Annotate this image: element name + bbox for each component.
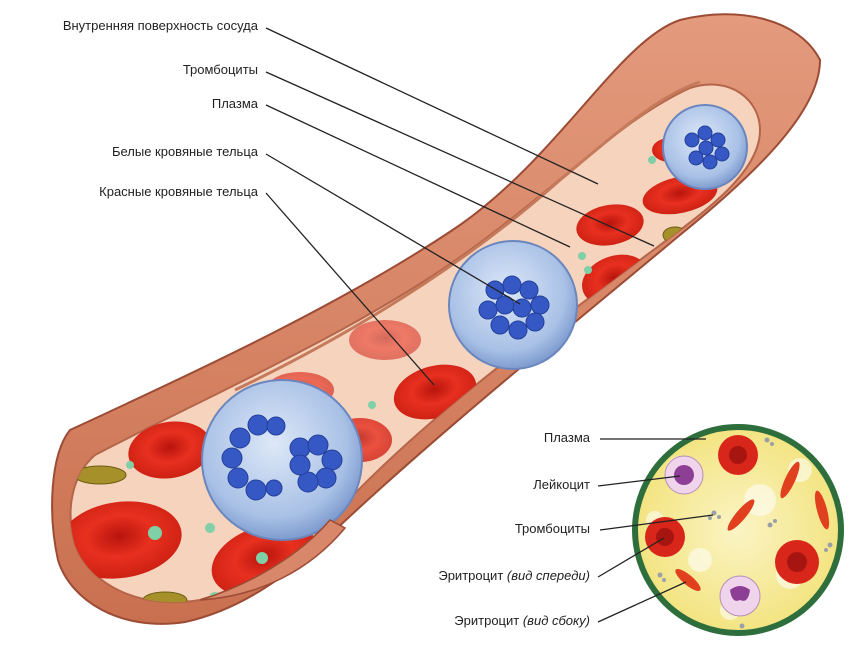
label-platelets: Тромбоциты: [183, 62, 258, 77]
label-circle-plasma: Плазма: [544, 430, 591, 445]
platelet: [205, 523, 215, 533]
red-blood-cell: [128, 421, 212, 479]
label-rbc-front-note: (вид спереди): [507, 568, 590, 583]
label-rbc-front-text: Эритроцит: [438, 568, 503, 583]
vessel-white-cells: [201, 104, 748, 541]
platelet: [648, 156, 656, 164]
label-circle-leukocyte: Лейкоцит: [533, 477, 590, 492]
white-blood-cell: [448, 240, 578, 370]
label-plasma: Плазма: [212, 96, 259, 111]
platelet: [368, 401, 376, 409]
red-blood-cell: [70, 501, 182, 579]
blood-vessel: [51, 13, 822, 625]
label-rbc-side: Эритроцит (вид сбоку): [454, 613, 590, 628]
circle-border: [632, 424, 844, 636]
label-red-cells: Красные кровяные тельца: [99, 184, 259, 199]
circle-rbc-front: [645, 435, 819, 584]
circle-rbc-side: [675, 461, 830, 591]
platelet: [126, 461, 134, 469]
label-white-cells: Белые кровяные тельца: [112, 144, 259, 159]
circle-leukocyte: [664, 455, 761, 617]
vessel-labels: Внутренняя поверхность сосуда Тромбоциты…: [63, 18, 259, 199]
platelet: [578, 252, 586, 260]
vessel-inner-surface: [234, 80, 701, 392]
platelet: [584, 266, 592, 274]
label-circle-platelets: Тромбоциты: [515, 521, 590, 536]
red-blood-cell: [576, 204, 644, 246]
circle-labels: Плазма Лейкоцит Тромбоциты Эритроцит (ви…: [438, 430, 590, 628]
platelet: [148, 526, 162, 540]
white-blood-cell: [662, 104, 748, 190]
red-blood-cell: [349, 320, 421, 360]
label-rbc-side-note: (вид сбоку): [523, 613, 590, 628]
vessel-cut-rim: [199, 519, 347, 601]
white-blood-cell: [201, 379, 363, 541]
circle-platelets: [657, 437, 833, 629]
label-rbc-side-text: Эритроцит: [454, 613, 519, 628]
label-rbc-front: Эритроцит (вид спереди): [438, 568, 590, 583]
leader-lines: [265, 27, 714, 623]
label-inner-surface: Внутренняя поверхность сосуда: [63, 18, 259, 33]
blood-smear-circle: [632, 424, 844, 636]
platelet: [256, 552, 268, 564]
